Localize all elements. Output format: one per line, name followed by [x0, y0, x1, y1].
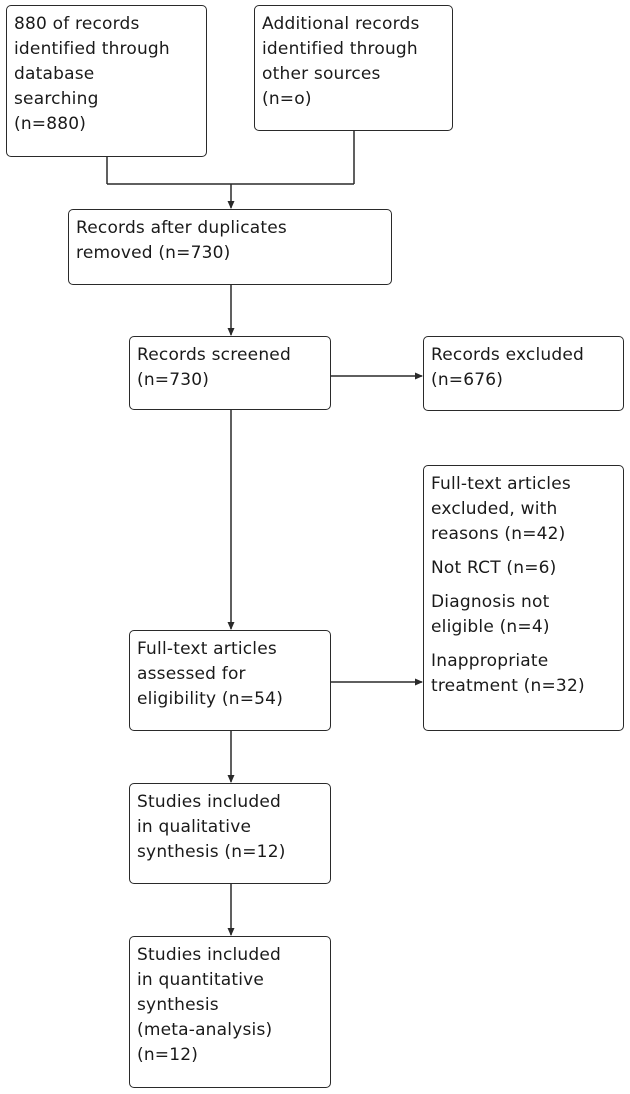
reason-line: Inappropriate: [431, 651, 549, 671]
box-line: Studies included: [137, 945, 282, 965]
reason-line: treatment (n=32): [431, 676, 585, 696]
identified-other-box: Additional records identified through ot…: [254, 5, 453, 131]
screened-box: Records screened (n=730): [129, 336, 331, 410]
exclusion-reason: Not RCT (n=6): [431, 556, 616, 581]
box-line: identified through: [14, 39, 170, 59]
box-line: database: [14, 64, 95, 84]
box-line: (n=676): [431, 370, 504, 390]
qualitative-synthesis-box: Studies included in qualitative synthesi…: [129, 783, 331, 884]
quantitative-synthesis-box: Studies included in quantitative synthes…: [129, 936, 331, 1088]
box-line: reasons (n=42): [431, 524, 566, 544]
box-line: (meta-analysis): [137, 1020, 273, 1040]
box-line: in qualitative: [137, 817, 252, 837]
box-line: Records screened: [137, 345, 291, 365]
reason-line: eligible (n=4): [431, 617, 550, 637]
box-line: synthesis: [137, 995, 219, 1015]
box-line: Records excluded: [431, 345, 585, 365]
box-line: identified through: [262, 39, 418, 59]
box-line: assessed for: [137, 664, 246, 684]
reason-line: Diagnosis not: [431, 592, 550, 612]
box-line: synthesis (n=12): [137, 842, 286, 862]
box-line: (n=o): [262, 89, 312, 109]
box-line: Additional records: [262, 14, 420, 34]
box-line: (n=880): [14, 114, 87, 134]
excluded-box: Records excluded (n=676): [423, 336, 624, 411]
box-line: searching: [14, 89, 99, 109]
exclusion-reason: Diagnosis not eligible (n=4): [431, 590, 616, 640]
after-duplicates-box: Records after duplicates removed (n=730): [68, 209, 392, 285]
box-line: Records after duplicates: [76, 218, 287, 238]
fulltext-excluded-box: Full-text articles excluded, with reason…: [423, 465, 624, 731]
box-line: removed (n=730): [76, 243, 231, 263]
reason-line: Not RCT (n=6): [431, 558, 557, 578]
box-line: in quantitative: [137, 970, 265, 990]
box-line: excluded, with: [431, 499, 558, 519]
box-line: (n=12): [137, 1045, 199, 1065]
box-line: eligibility (n=54): [137, 689, 284, 709]
exclusion-reason: Inappropriate treatment (n=32): [431, 649, 616, 699]
box-line: (n=730): [137, 370, 210, 390]
box-line: Studies included: [137, 792, 282, 812]
box-line: Full-text articles: [137, 639, 277, 659]
box-line: Full-text articles: [431, 474, 571, 494]
identified-database-box: 880 of records identified through databa…: [6, 5, 207, 157]
fulltext-assessed-box: Full-text articles assessed for eligibil…: [129, 630, 331, 731]
box-line: other sources: [262, 64, 381, 84]
box-line: 880 of records: [14, 14, 140, 34]
